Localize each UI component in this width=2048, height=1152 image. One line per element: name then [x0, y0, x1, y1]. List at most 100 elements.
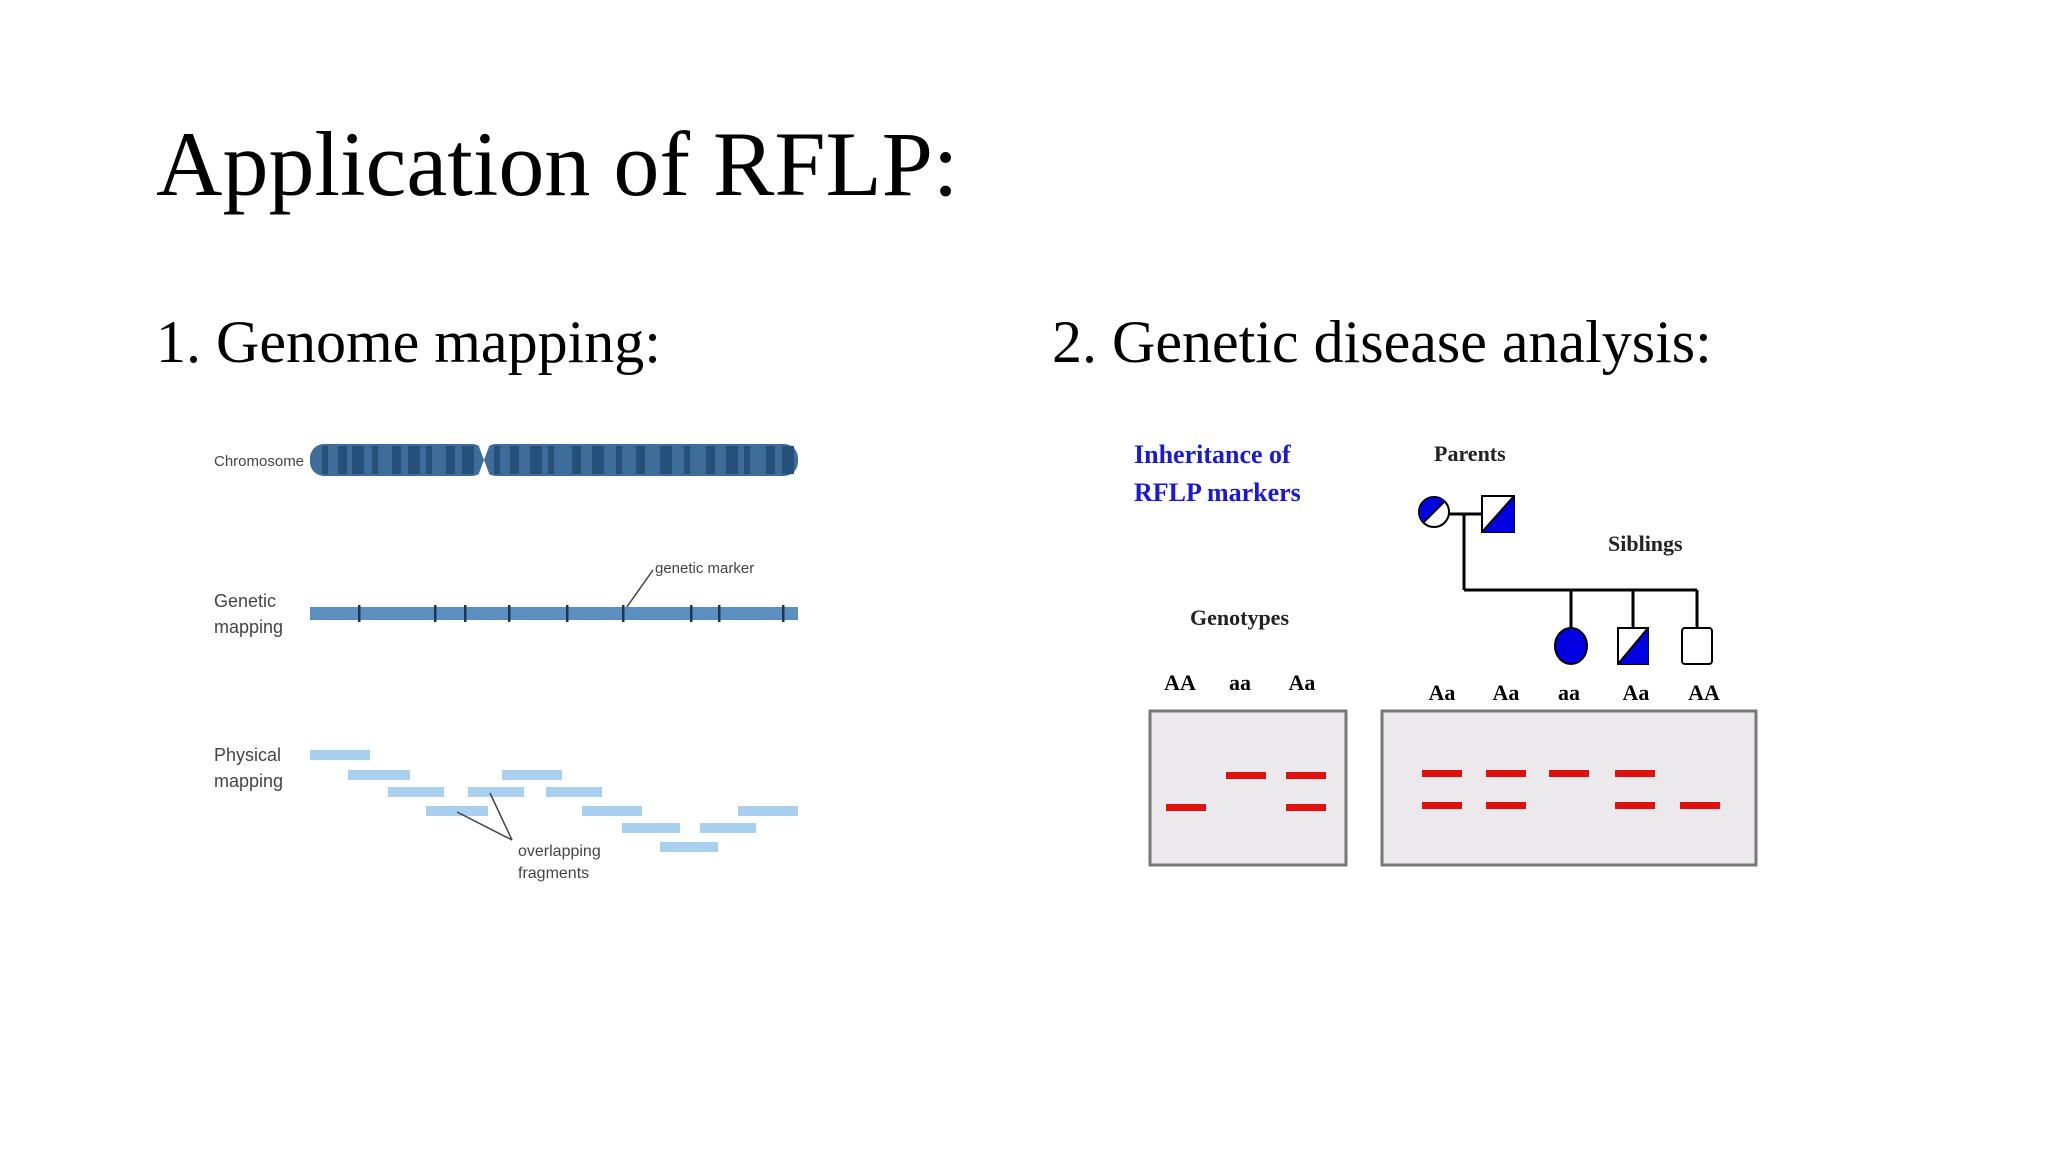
chromosome-bands [322, 446, 794, 474]
genetic-marker-tick [782, 605, 785, 622]
genetic-marker-tick [718, 605, 721, 622]
gel-band [1549, 770, 1589, 777]
gel-band [1422, 802, 1462, 809]
genetic-marker-ticks [358, 605, 785, 622]
chromosome-illustration [310, 444, 798, 476]
disease-analysis-figure: Inheritance of RFLP markers Parents Sibl… [1134, 440, 1758, 867]
gel-right-genotype-4: Aa [1623, 680, 1650, 705]
chromosome-band [352, 446, 364, 474]
heading-genome-mapping: 1. Genome mapping: [156, 309, 661, 375]
gel-left [1148, 709, 1348, 867]
gel-right-genotype-3: aa [1558, 680, 1580, 705]
physical-fragments [310, 750, 798, 852]
dna-fragment [582, 806, 642, 816]
genetic-marker-tick [690, 605, 693, 622]
sibling-carrier-male-symbol [1617, 627, 1649, 665]
chromosome-band [766, 446, 775, 474]
chromosome-band [462, 446, 474, 474]
gel-band [1286, 804, 1326, 811]
chromosome-band [616, 446, 622, 474]
overlap-label-line1: overlapping [518, 843, 601, 860]
dna-fragment [468, 787, 524, 797]
overlap-pointer-2 [489, 792, 513, 841]
genetic-mapping-label-line1: Genetic [214, 591, 276, 611]
overlap-pointer-1 [456, 811, 513, 841]
genetic-marker-tick [358, 605, 361, 622]
dna-fragment [700, 823, 756, 833]
gel-band [1680, 802, 1720, 809]
genotypes-label: Genotypes [1190, 605, 1289, 630]
dna-fragment [348, 770, 410, 780]
chromosome-band [392, 446, 401, 474]
chromosome-band [530, 446, 542, 474]
chromosome-band [726, 446, 738, 474]
sibling-affected-female-symbol [1554, 627, 1588, 665]
parents-label: Parents [1434, 441, 1506, 466]
genetic-marker-pointer [623, 569, 654, 612]
gel-left-genotype-3: Aa [1289, 670, 1316, 695]
chromosome-band [572, 446, 581, 474]
chromosome-band [636, 446, 645, 474]
chromosome-band [684, 446, 690, 474]
dna-fragment [546, 787, 602, 797]
chromosome-band [408, 446, 420, 474]
gel-right [1380, 709, 1758, 867]
gel-bands [1166, 770, 1720, 811]
heading-genetic-disease-analysis: 2. Genetic disease analysis: [1052, 309, 1712, 375]
gel-band [1166, 804, 1206, 811]
overlap-label-line2: fragments [518, 865, 589, 882]
genetic-marker-label: genetic marker [655, 560, 754, 577]
genome-mapping-figure: Chromosome Genetic mapping genetic marke… [214, 444, 798, 882]
chromosome-band [446, 446, 455, 474]
pedigree [1418, 495, 1713, 665]
dna-fragment [622, 823, 680, 833]
chromosome-band [706, 446, 715, 474]
genetic-marker-tick [508, 605, 511, 622]
gel-left-genotype-2: aa [1229, 670, 1251, 695]
chromosome-band [782, 446, 794, 474]
physical-mapping-label-line2: mapping [214, 771, 283, 791]
physical-mapping-label-line1: Physical [214, 745, 281, 765]
gel-right-genotype-2: Aa [1493, 680, 1520, 705]
sibling-unaffected-male-symbol [1681, 627, 1713, 665]
gel-right-genotype-5: AA [1688, 680, 1720, 705]
gel-left-genotype-1: AA [1164, 670, 1196, 695]
genetic-marker-tick [434, 605, 437, 622]
genetic-mapping-label-line2: mapping [214, 617, 283, 637]
dna-fragment [310, 750, 370, 760]
dna-fragment [426, 806, 488, 816]
mother-symbol [1418, 496, 1450, 528]
chromosome-band [372, 446, 378, 474]
gel-band [1226, 772, 1266, 779]
inheritance-title-line1: Inheritance of [1134, 440, 1291, 469]
inheritance-title-line2: RFLP markers [1134, 478, 1301, 507]
chromosome-band [744, 446, 750, 474]
father-symbol [1481, 495, 1515, 533]
siblings-label: Siblings [1608, 531, 1683, 556]
dna-fragment [388, 787, 444, 797]
gel-band [1486, 770, 1526, 777]
gel-band [1286, 772, 1326, 779]
chromosome-band [426, 446, 432, 474]
chromosome-band [322, 446, 328, 474]
dna-fragment [738, 806, 798, 816]
centromere [478, 444, 490, 476]
gel-band [1615, 770, 1655, 777]
gel-right-genotype-1: Aa [1429, 680, 1456, 705]
slide-title: Application of RFLP: [156, 113, 959, 215]
chromosome-band [338, 446, 347, 474]
dna-fragment [660, 842, 718, 852]
chromosome-label: Chromosome [214, 453, 304, 470]
dna-fragment [502, 770, 562, 780]
gel-band [1422, 770, 1462, 777]
genetic-marker-tick [622, 605, 625, 622]
chromosome-band [494, 446, 500, 474]
chromosome-band [660, 446, 672, 474]
chromosome-band [548, 446, 554, 474]
genetic-marker-tick [566, 605, 569, 622]
genetic-map-bar [310, 607, 798, 620]
genetic-marker-tick [464, 605, 467, 622]
gel-band [1615, 802, 1655, 809]
chromosome-band [592, 446, 604, 474]
